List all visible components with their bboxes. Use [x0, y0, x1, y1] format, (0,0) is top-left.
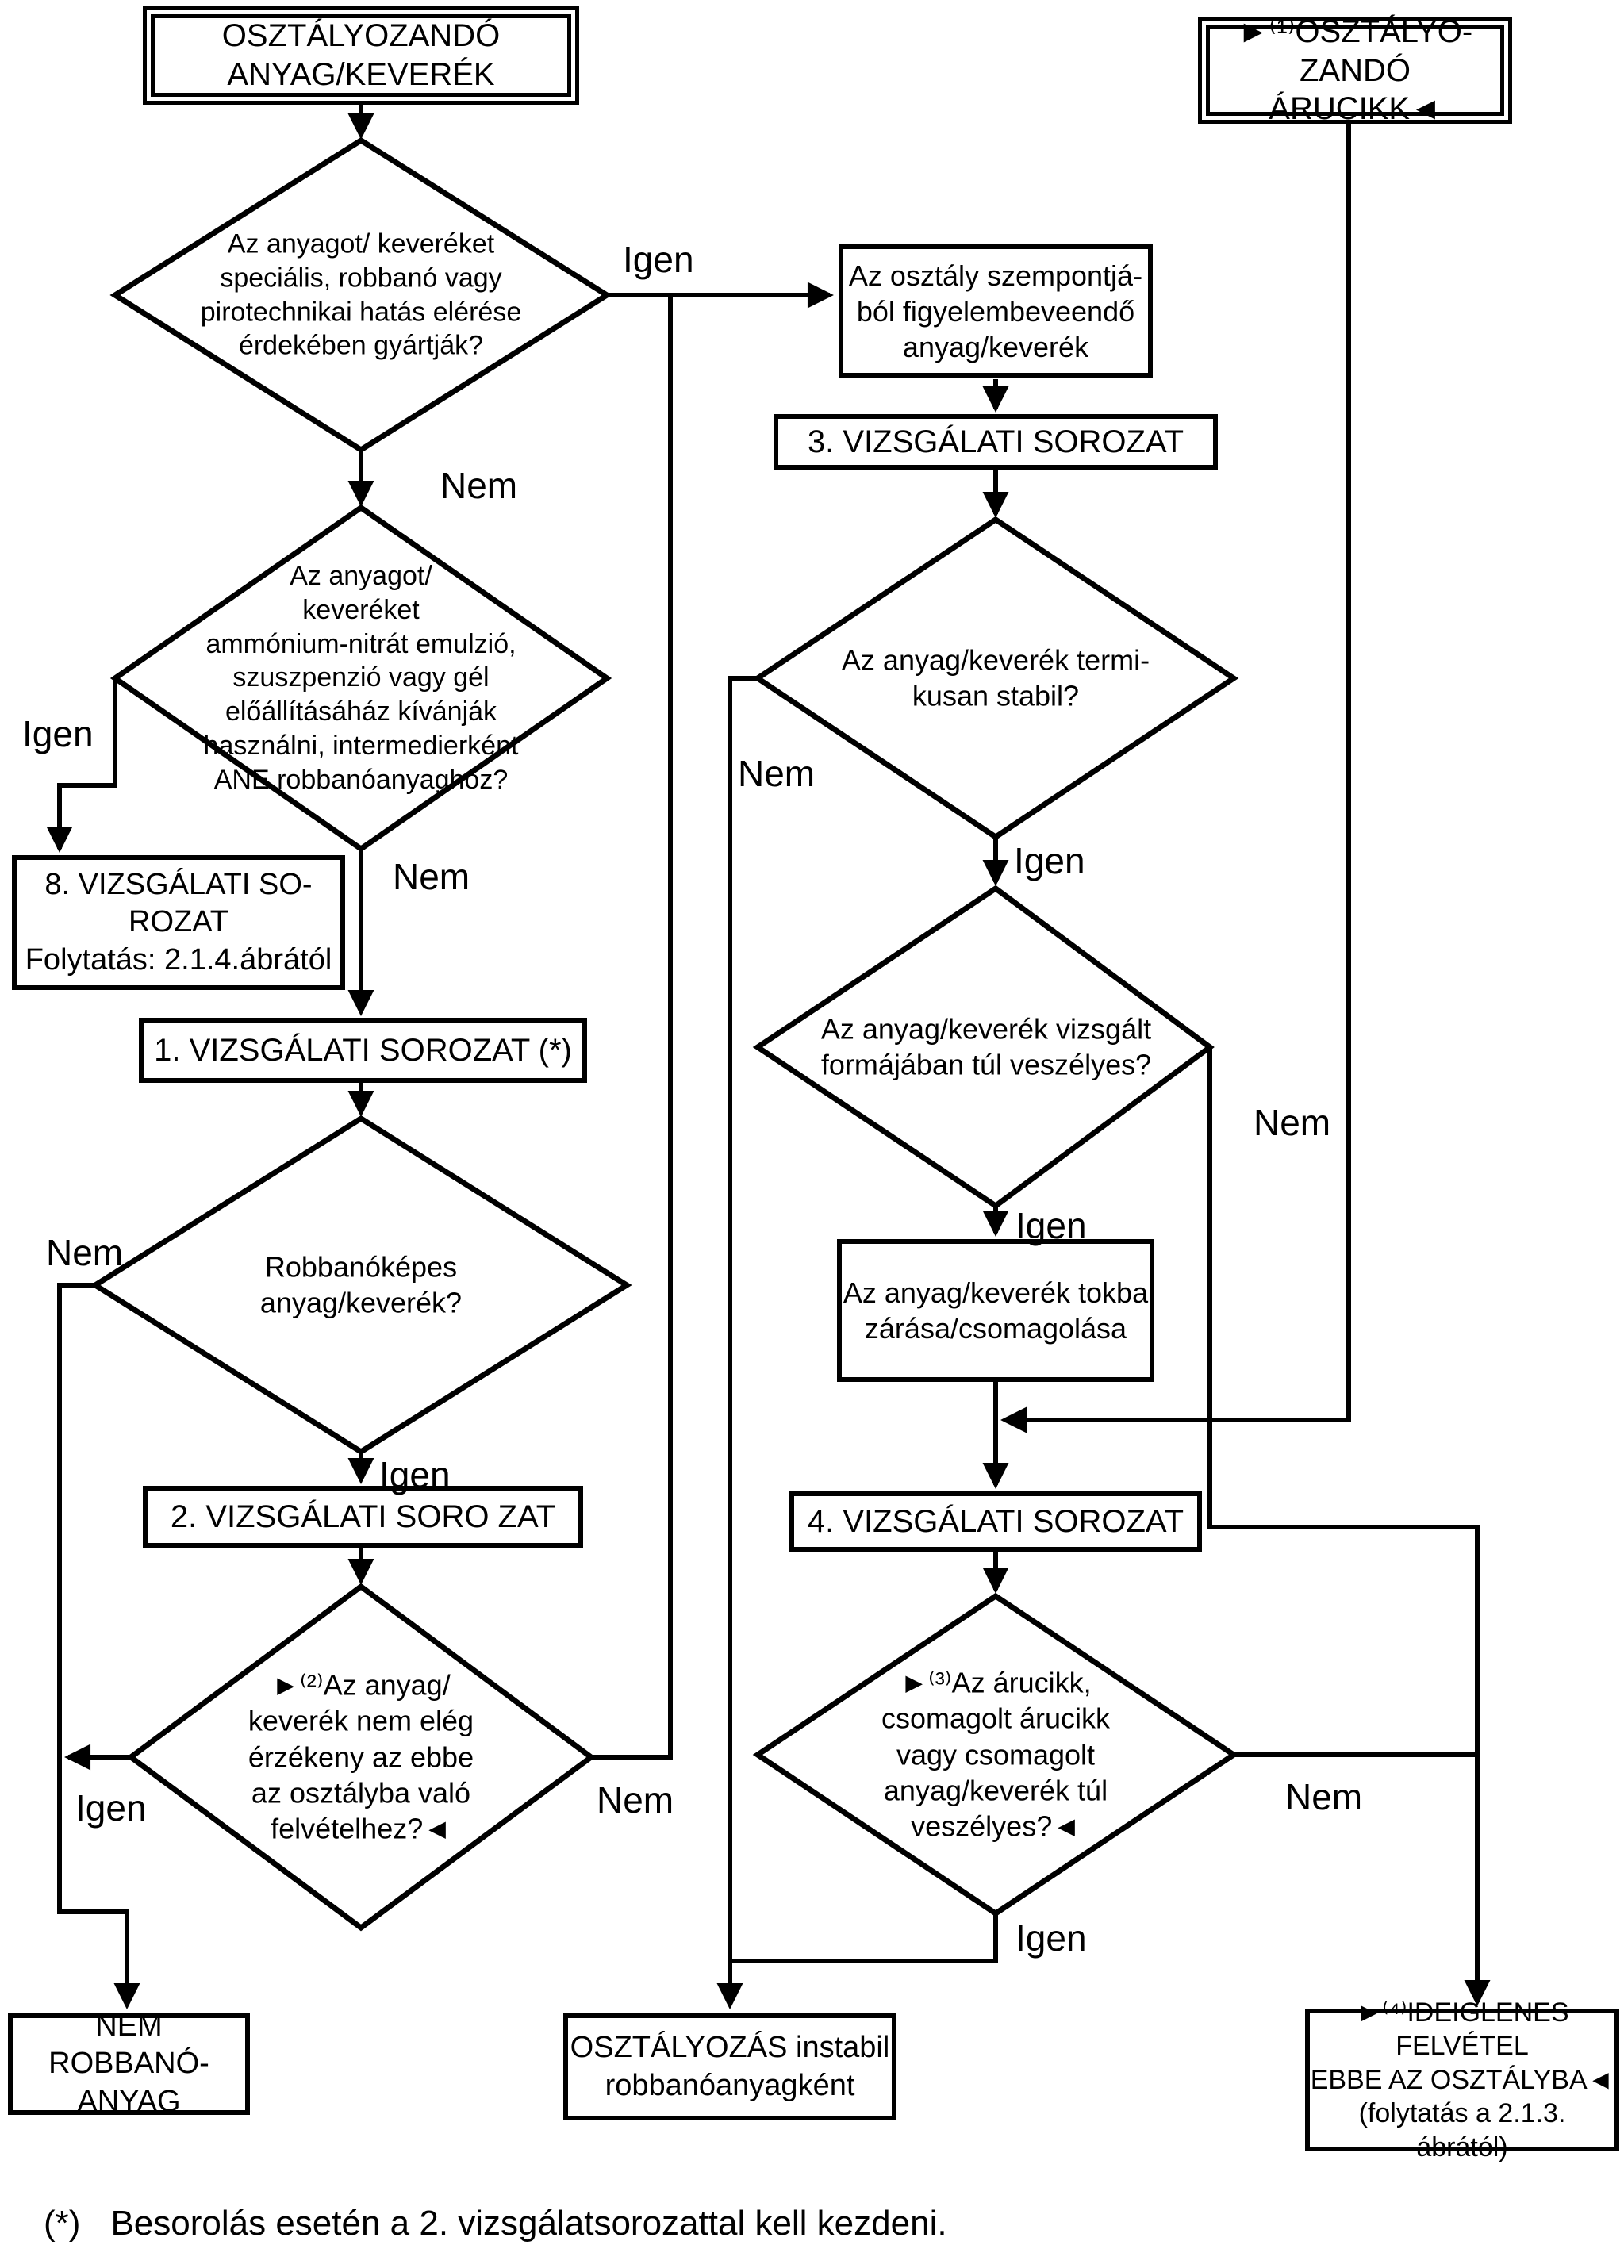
test-series-1-box: 1. VIZSGÁLATI SOROZAT (*) — [139, 1018, 587, 1083]
decision-ane-intermediate-text: Az anyagot/ keveréket ammónium-nitrát em… — [203, 561, 519, 796]
edge-label-ane-no: Nem — [393, 856, 470, 897]
not-explosive-line1: NEM ROBBANÓ- — [48, 2009, 209, 2081]
decision-insensitive-shape — [126, 1583, 596, 1932]
test-series-4-label: 4. VIZSGÁLATI SOROZAT — [807, 1504, 1184, 1539]
provisional-accept-box: ►⁽⁴⁾IDEIGLENES FELVÉTEL EBBE AZ OSZTÁLYB… — [1305, 1997, 1619, 2162]
edge-label-special-yes: Igen — [623, 239, 694, 280]
decision-article-dangerous-text: ►⁽³⁾Az árucikk, csomagolt árucikk vagy c… — [881, 1666, 1111, 1844]
provisional-line2: EBBE AZ OSZTÁLYBA◄ — [1310, 2064, 1614, 2095]
unstable-line1: OSZTÁLYOZÁS instabil — [570, 2031, 890, 2064]
start-article-box: ►⁽¹⁾OSZTÁLYO- ZANDÓ ÁRUCIKK◄ — [1198, 14, 1512, 126]
edge-label-article-yes: Igen — [1015, 1917, 1087, 1959]
edge-label-thermal-yes: Igen — [1014, 840, 1085, 881]
edge-label-dangerous-no: Nem — [1254, 1102, 1331, 1143]
test-series-4-box: 4. VIZSGÁLATI SOROZAT — [789, 1491, 1202, 1552]
start-article-line1: ►⁽¹⁾OSZTÁLYO- — [1237, 13, 1473, 49]
test-series-3-box: 3. VIZSGÁLATI SOROZAT — [774, 414, 1218, 470]
edge-label-special-no: Nem — [440, 465, 518, 506]
edge-label-ane-yes: Igen — [22, 713, 94, 754]
start-substance-line2: ANYAG/KEVERÉK — [227, 57, 495, 92]
decision-explosive-text: Robbanóképes anyag/keverék? — [259, 1250, 463, 1319]
edge-label-insensitive-yes: Igen — [75, 1787, 147, 1829]
series8-line3: Folytatás: 2.1.4.ábrától — [25, 942, 332, 977]
encapsulation-line2: zárása/csomagolása — [864, 1312, 1127, 1345]
footnote: (*) Besorolás esetén a 2. vizsgálatsoroz… — [44, 2204, 947, 2243]
test-series-2-box: 2. VIZSGÁLATI SORO ZAT — [143, 1486, 583, 1548]
unstable-line2: robbanóanyagként — [605, 2068, 855, 2102]
encapsulation-line1: Az anyag/keverék tokba — [843, 1276, 1149, 1309]
edge-label-article-no: Nem — [1285, 1776, 1363, 1817]
edge-label-explosive-yes: Igen — [379, 1454, 451, 1495]
considered-line3: anyag/keverék — [902, 330, 1089, 363]
test-series-3-label: 3. VIZSGÁLATI SOROZAT — [807, 424, 1184, 459]
provisional-line1: ►⁽⁴⁾IDEIGLENES FELVÉTEL — [1355, 1997, 1569, 2062]
unstable-explosive-box: OSZTÁLYOZÁS instabil robbanóanyagként — [563, 2013, 896, 2120]
not-explosive-line2: ANYAG — [77, 2084, 181, 2118]
provisional-line3: (folytatás a 2.1.3. ábrától) — [1358, 2098, 1566, 2162]
considered-substance-box: Az osztály szempontjá- ból figyelembevee… — [839, 244, 1153, 378]
considered-line2: ból figyelembeveendő — [856, 294, 1135, 328]
not-explosive-box: NEM ROBBANÓ- ANYAG — [8, 2009, 250, 2118]
edge-label-insensitive-no: Nem — [597, 1779, 674, 1821]
edge-label-thermal-no: Nem — [738, 753, 816, 794]
decision-thermally-stable-text: Az anyag/keverék termi- kusan stabil? — [841, 643, 1150, 712]
test-series-2-label: 2. VIZSGÁLATI SORO ZAT — [170, 1499, 556, 1534]
connector-lines — [46, 105, 1491, 2009]
start-substance-line1: OSZTÁLYOZANDÓ — [221, 18, 501, 54]
footnote-marker: (*) — [44, 2204, 81, 2243]
encapsulation-box: Az anyag/keverék tokba zárása/csomagolás… — [837, 1239, 1154, 1382]
test-series-1-label: 1. VIZSGÁLATI SOROZAT (*) — [154, 1033, 572, 1068]
decision-special-effect-text: Az anyagot/ keveréket speciális, robbanó… — [200, 228, 522, 361]
start-substance-box: OSZTÁLYOZANDÓ ANYAG/KEVERÉK — [143, 6, 579, 105]
decision-insensitive-text: ►⁽²⁾Az anyag/ keverék nem elég érzékeny … — [248, 1668, 474, 1846]
decision-diamonds — [90, 136, 1239, 1932]
start-article-line2: ZANDÓ ÁRUCIKK◄ — [1269, 52, 1442, 127]
considered-line1: Az osztály szempontjá- — [848, 259, 1143, 292]
decision-dangerous-form-text: Az anyag/keverék vizsgált formájában túl… — [820, 1012, 1152, 1081]
series8-line1: 8. VIZSGÁLATI SO- — [44, 867, 313, 901]
edge-label-explosive-no: Nem — [46, 1232, 124, 1273]
footnote-text: Besorolás esetén a 2. vizsgálatsorozatta… — [110, 2204, 947, 2243]
edge-label-dangerous-yes: Igen — [1015, 1205, 1087, 1246]
series8-line2: ROZAT — [129, 905, 228, 939]
test-series-8-box: 8. VIZSGÁLATI SO- ROZAT Folytatás: 2.1.4… — [12, 855, 345, 990]
